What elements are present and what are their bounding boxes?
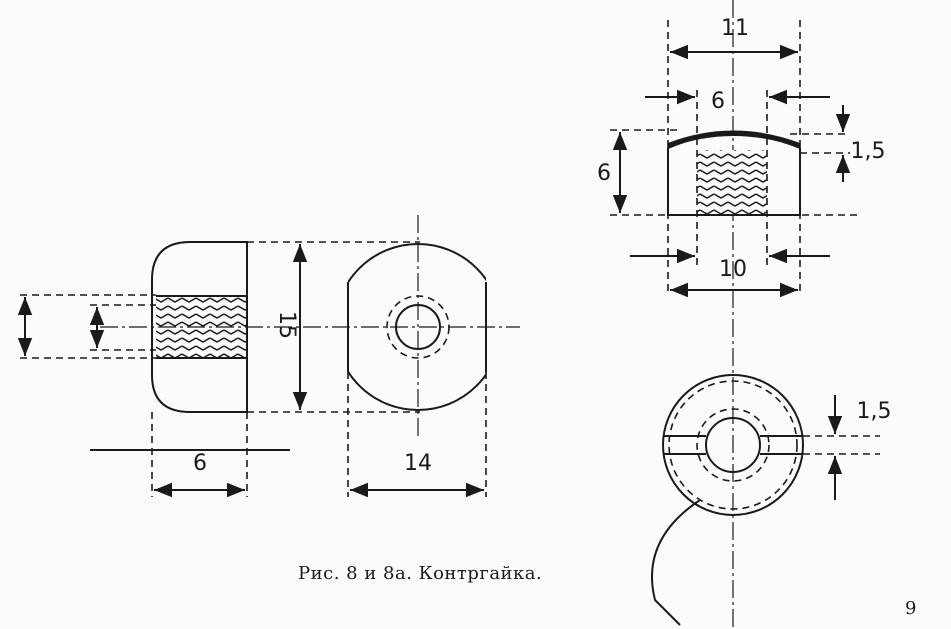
- dim-6-height: 6: [597, 161, 611, 186]
- dim-6-inner: 6: [711, 89, 725, 114]
- fig8-side-view: 15 6: [17, 241, 520, 498]
- dim-1-5-cap: 1,5: [851, 139, 886, 164]
- dim-6-side: 6: [193, 451, 207, 476]
- dim-1-5-slot: 1,5: [857, 399, 892, 424]
- figure-caption: Рис. 8 и 8а. Контргайка.: [298, 563, 543, 584]
- fig8-front-view: 14: [347, 215, 487, 498]
- fig8a-section-view: 11 6 6 1,5 10: [597, 0, 886, 629]
- dim-14: 14: [404, 451, 432, 476]
- dim-11: 11: [721, 16, 749, 41]
- dim-10: 10: [719, 257, 747, 282]
- page-number: 9: [905, 598, 917, 619]
- dim-15: 15: [274, 311, 299, 339]
- fig8a-top-view: 1,5: [651, 374, 892, 626]
